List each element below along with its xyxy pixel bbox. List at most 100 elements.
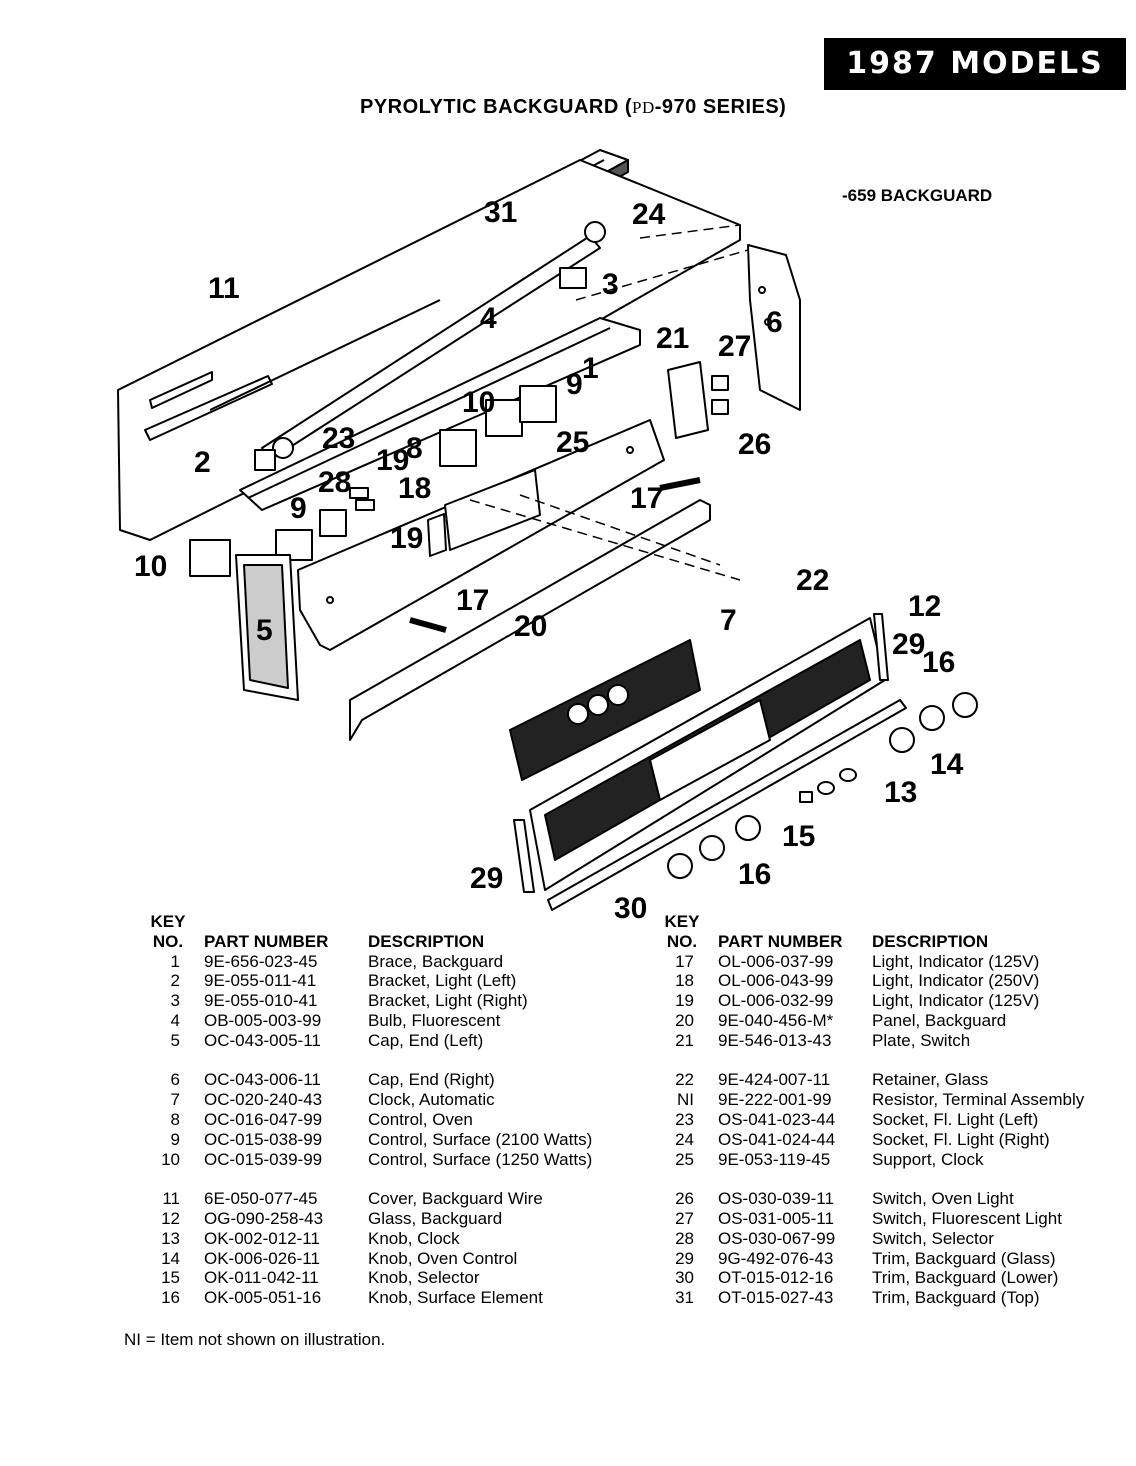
callout-21: 21 <box>656 322 689 355</box>
footnote: NI = Item not shown on illustration. <box>124 1330 386 1349</box>
callout-20: 20 <box>514 610 547 643</box>
callout-8: 8 <box>406 432 423 465</box>
part-number-cell: 9E-055-010-41 <box>204 991 318 1011</box>
description-cell: Resistor, Terminal Assembly <box>872 1090 1085 1110</box>
description-cell: Switch, Fluorescent Light <box>872 1208 1062 1228</box>
part-number-cell: OC-043-006-11 <box>204 1070 321 1090</box>
part-number-cell: OT-015-012-16 <box>718 1268 834 1288</box>
key-cell: 19 <box>675 991 694 1011</box>
part-number-header: PART NUMBER <box>718 931 843 951</box>
key-cell: 16 <box>161 1288 180 1308</box>
callouts: 31 24 11 3 4 6 21 27 1 9 10 23 25 26 8 2… <box>134 196 964 920</box>
key-cell: 23 <box>675 1109 694 1129</box>
title-series: PD <box>632 98 655 117</box>
part-number-cell: OS-031-005-11 <box>718 1208 834 1228</box>
description-cell: Plate, Switch <box>872 1030 971 1050</box>
description-cell: Clock, Automatic <box>368 1090 495 1110</box>
callout-29b: 29 <box>470 862 503 895</box>
callout-24: 24 <box>632 198 666 231</box>
key-cell: NI <box>677 1090 694 1110</box>
key-header-1: KEY <box>150 912 186 931</box>
callout-3: 3 <box>602 268 619 301</box>
callout-26: 26 <box>738 428 771 461</box>
backguard-glass <box>529 617 886 891</box>
callout-31: 31 <box>484 196 517 229</box>
description-cell: Glass, Backguard <box>368 1208 503 1228</box>
models-badge: 1987 MODELS <box>824 38 1126 90</box>
glass-retainer <box>349 499 711 741</box>
part-number-cell: 9E-040-456-M* <box>718 1010 834 1030</box>
trims <box>513 613 907 911</box>
description-cell: Switch, Selector <box>872 1228 994 1248</box>
key-cell: 11 <box>162 1189 180 1209</box>
part-number-cell: 9E-656-023-45 <box>204 951 318 971</box>
title-prefix: PYROLYTIC BACKGUARD ( <box>360 96 632 118</box>
description-cell: Control, Oven <box>368 1109 473 1129</box>
key-cell: 17 <box>675 951 694 971</box>
indicator-lights <box>409 477 701 633</box>
description-cell: Switch, Oven Light <box>872 1189 1014 1209</box>
part-number-cell: OC-015-039-99 <box>204 1149 323 1169</box>
key-header-2: NO. <box>152 931 184 951</box>
part-number-cell: OC-015-038-99 <box>204 1129 323 1149</box>
key-cell: 9 <box>170 1129 180 1149</box>
part-number-cell: 9E-546-013-43 <box>718 1030 832 1050</box>
part-number-cell: 9E-053-119-45 <box>718 1149 831 1169</box>
part-number-cell: OK-011-042-11 <box>204 1268 319 1288</box>
title-suffix: -970 SERIES) <box>654 96 787 118</box>
callout-5: 5 <box>256 614 273 647</box>
key-cell: 2 <box>170 971 180 991</box>
parts-list-right: 17 OL-006-037-99 Light, Indicator (125V)18… <box>646 952 1084 1308</box>
part-number-cell: 6E-050-077-45 <box>204 1189 318 1209</box>
left-end-cap <box>235 554 299 701</box>
key-cell: 12 <box>161 1208 180 1228</box>
callout-22: 22 <box>796 564 829 597</box>
description-cell: Light, Indicator (125V) <box>872 951 1040 971</box>
brace <box>239 317 641 511</box>
description-cell: Trim, Backguard (Top) <box>872 1288 1040 1308</box>
callout-9: 9 <box>566 368 583 401</box>
callout-1: 1 <box>582 352 599 385</box>
part-number-cell: 9E-222-001-99 <box>718 1090 832 1110</box>
callout-17a: 17 <box>630 482 663 515</box>
part-number-cell: OC-043-005-11 <box>204 1030 321 1050</box>
description-cell: Support, Clock <box>872 1149 984 1169</box>
switch-plate <box>667 361 729 439</box>
part-number-cell: OL-006-037-99 <box>718 951 834 971</box>
part-number-cell: OS-041-024-44 <box>718 1129 836 1149</box>
callout-16a: 16 <box>922 646 955 679</box>
key-cell: 30 <box>675 1268 694 1288</box>
callout-12: 12 <box>908 590 941 623</box>
description-cell: Knob, Surface Element <box>368 1288 543 1308</box>
callout-30: 30 <box>614 892 647 920</box>
key-cell: 24 <box>675 1129 694 1149</box>
callout-15: 15 <box>782 820 815 853</box>
table-row: 11 6E-050-077-45 Cover, Backguard Wire <box>132 1189 592 1209</box>
description-cell: Cover, Backguard Wire <box>368 1189 543 1209</box>
callout-7: 7 <box>720 604 737 637</box>
key-cell: 5 <box>170 1030 180 1050</box>
callout-9b: 9 <box>290 492 307 525</box>
description-cell: Bulb, Fluorescent <box>368 1010 501 1030</box>
key-header-1: KEY <box>664 912 700 931</box>
table-row: 17 OL-006-037-99 Light, Indicator (125V) <box>646 952 1084 972</box>
key-cell: 3 <box>170 991 180 1011</box>
part-number-cell: OL-006-032-99 <box>718 991 834 1011</box>
